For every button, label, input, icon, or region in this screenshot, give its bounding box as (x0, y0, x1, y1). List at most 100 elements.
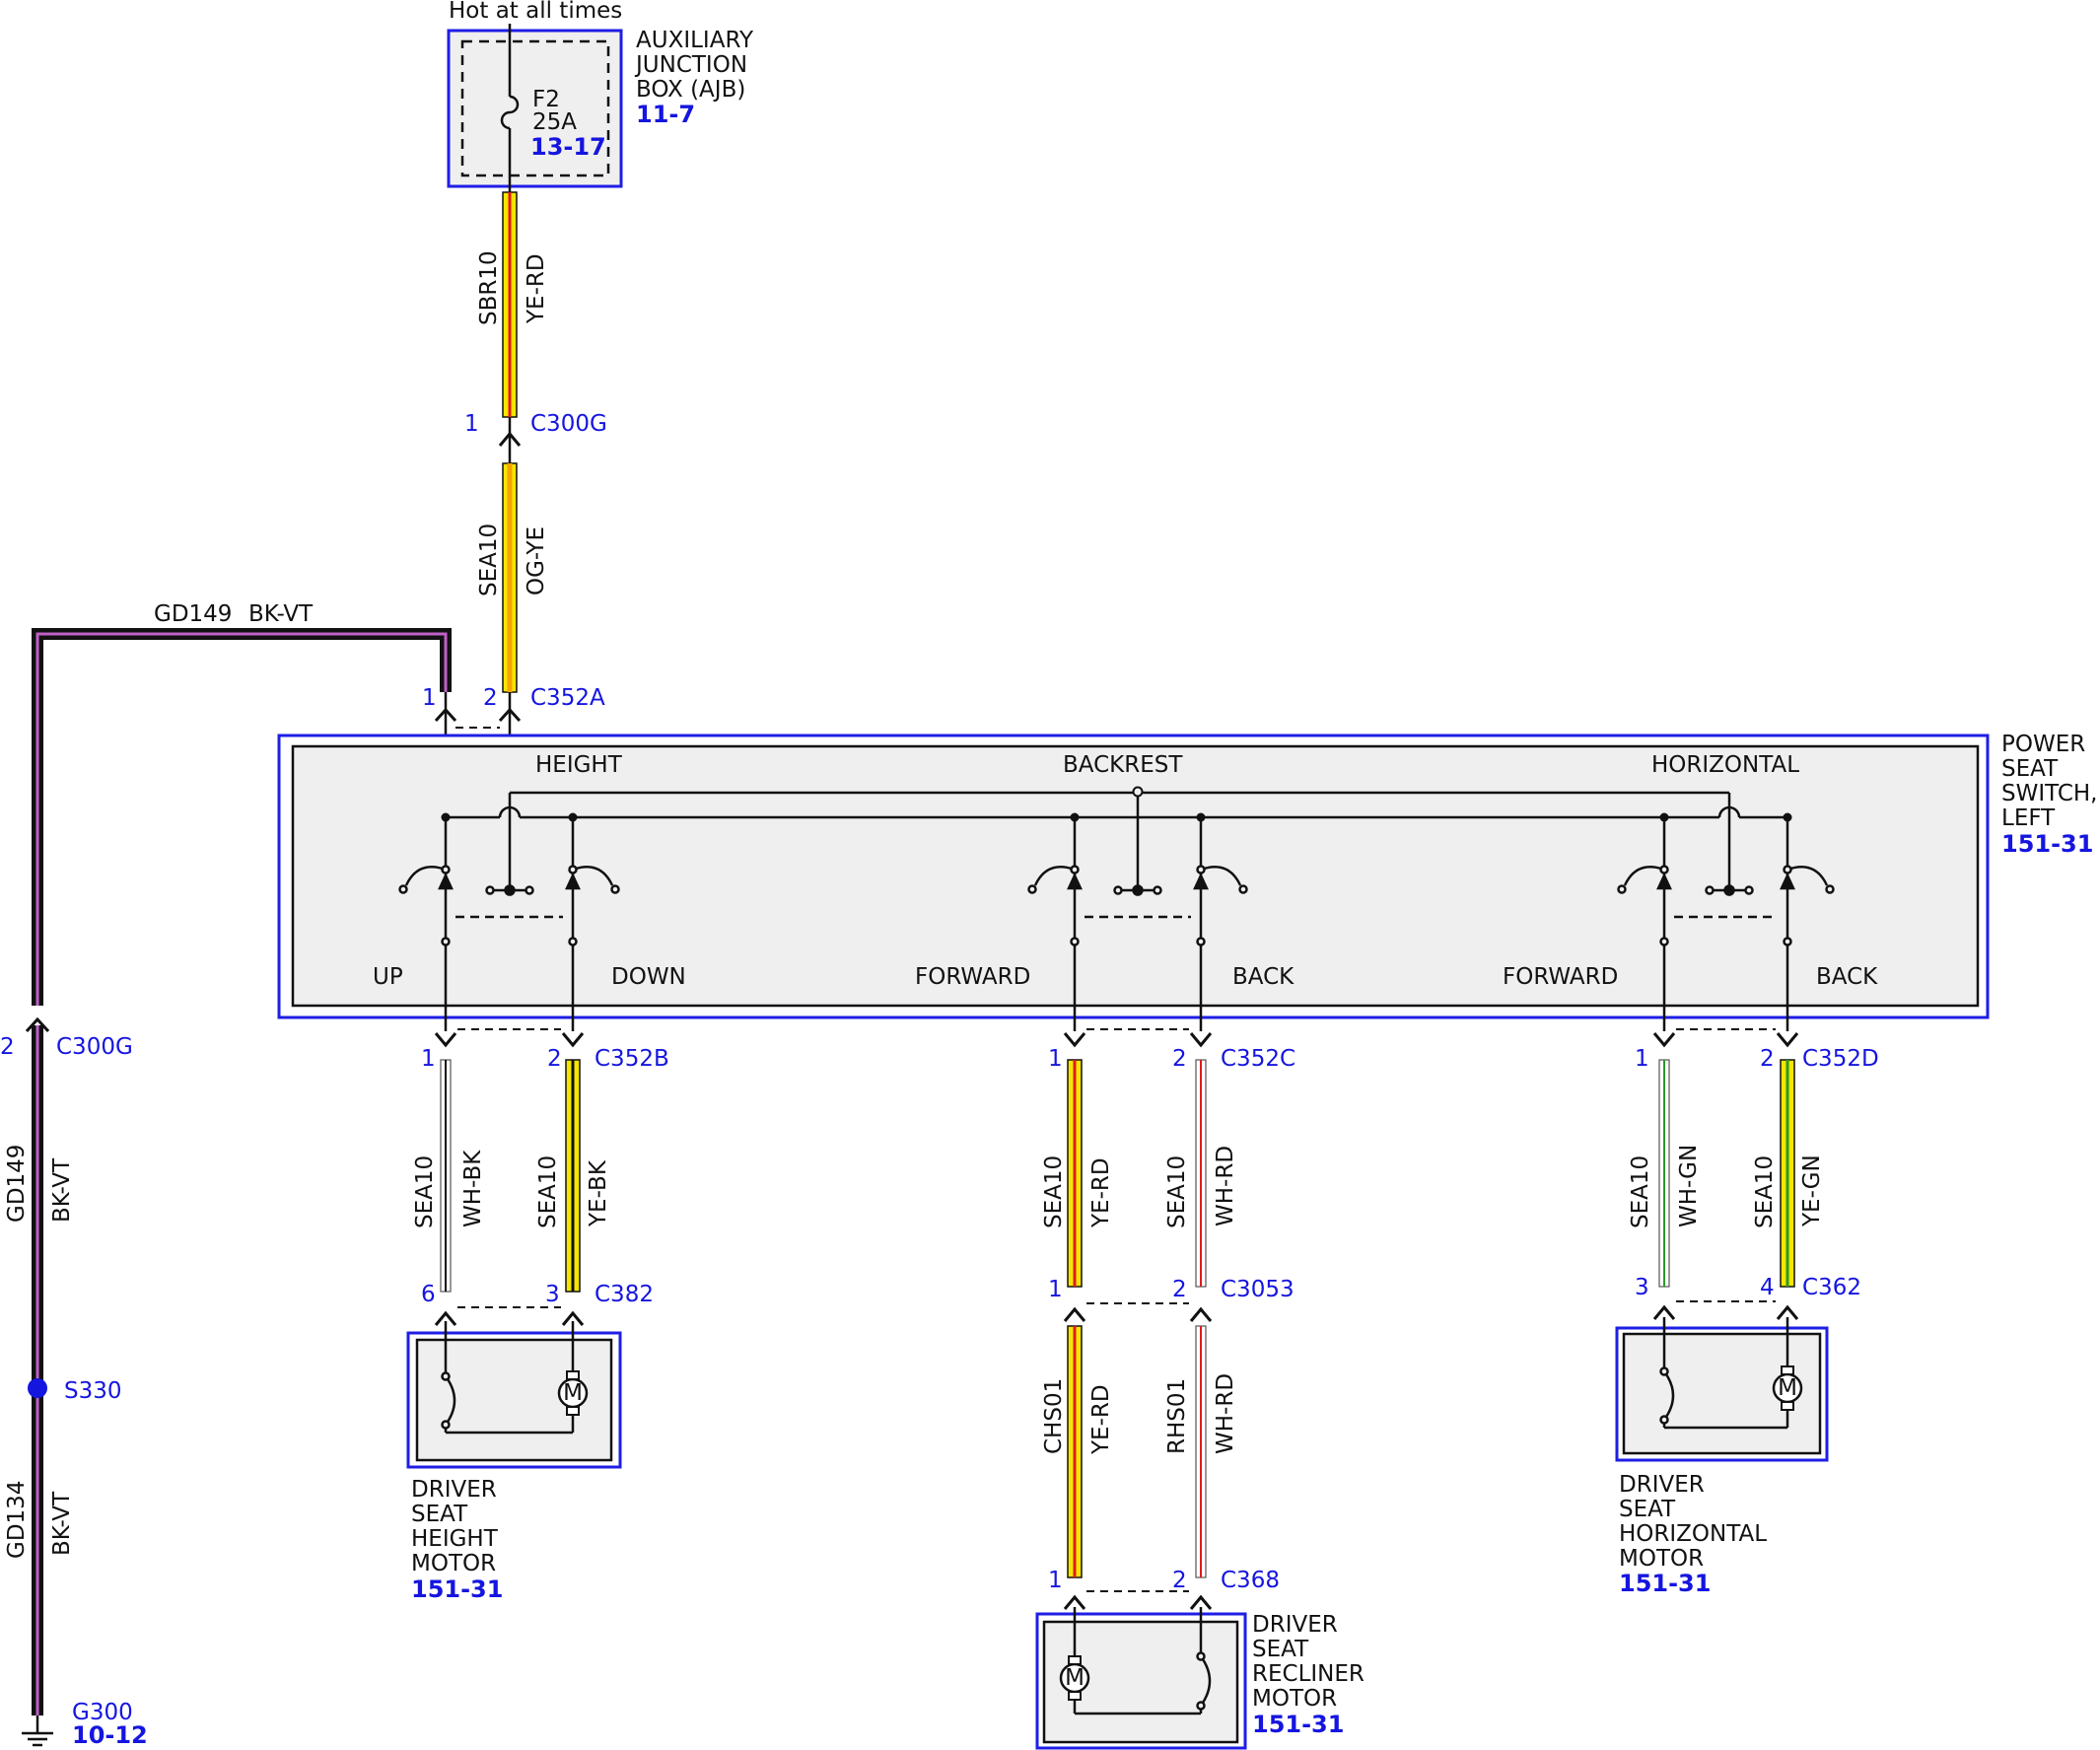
wire-recliner-b-color: WH-RD (1213, 1373, 1238, 1454)
c352b-name: C352B (595, 1046, 669, 1072)
motor-symbols: M M M (441, 1317, 1803, 1715)
ajb-label-line3: BOX (AJB) (636, 77, 745, 103)
ajb-box (447, 29, 623, 188)
backrest-back-contact (1193, 817, 1248, 1031)
c362-name: C362 (1802, 1275, 1861, 1300)
c352b-pin2: 2 (547, 1046, 562, 1072)
switch-ref-link[interactable]: 151-31 (2001, 830, 2093, 858)
wire-height-up-color: WH-BK (460, 1150, 486, 1227)
wire-horiz-fwd (1658, 1059, 1670, 1288)
wire-sea10-og-ye-circuit: SEA10 (476, 524, 502, 596)
fuse-icon (500, 95, 520, 130)
height-motor-ref-link[interactable]: 151-31 (411, 1575, 503, 1603)
height-up-contact (398, 817, 454, 1031)
c352c-pin2: 2 (1172, 1046, 1187, 1072)
c352d-pin1: 1 (1635, 1046, 1649, 1072)
pos-backrest-forward: FORWARD (915, 964, 1030, 990)
g300-ref-link[interactable]: 10-12 (72, 1721, 148, 1749)
height-motor-label-line4: MOTOR (411, 1551, 496, 1576)
connector-c362-icon (1652, 1300, 1799, 1320)
switch-label-line3: SWITCH, (2001, 781, 2098, 806)
wire-recliner-b-circuit: RHS01 (1164, 1378, 1190, 1454)
section-height: HEIGHT (535, 752, 623, 778)
recliner-motor-limit-switch-icon (1196, 1651, 1212, 1711)
height-motor-label-line3: HEIGHT (411, 1526, 499, 1552)
wire-backrest-back (1195, 1059, 1207, 1288)
c352a-pin1: 1 (422, 685, 437, 711)
horizontal-forward-contact (1617, 817, 1672, 1031)
ajb-label-line2: JUNCTION (634, 52, 747, 78)
recliner-motor-label-line2: SEAT (1252, 1637, 1309, 1662)
c382-pin1: 6 (421, 1282, 436, 1307)
c3053-name: C3053 (1221, 1277, 1295, 1302)
switch-label-line2: SEAT (2001, 756, 2059, 782)
connector-c352a-icon (434, 707, 522, 723)
wire-gd134-color: BK-VT (49, 1491, 75, 1556)
c362-pin2: 4 (1760, 1275, 1775, 1300)
wire-recliner-b (1195, 1325, 1207, 1578)
wire-horiz-back (1780, 1059, 1795, 1288)
center-contact-2 (1705, 884, 1754, 896)
fuse-name: F2 (532, 87, 560, 112)
horizontal-back-contact (1780, 817, 1835, 1031)
wire-gd134-circuit: GD134 (4, 1481, 30, 1559)
horizontal-motor-label-line1: DRIVER (1619, 1472, 1705, 1498)
horizontal-motor-label-line2: SEAT (1619, 1497, 1676, 1522)
pos-backrest-back: BACK (1232, 964, 1295, 990)
connector-c300g-left-icon (25, 1016, 50, 1033)
wire-horiz-fwd-circuit: SEA10 (1628, 1155, 1653, 1228)
connector-c352d-icon (1652, 1028, 1799, 1048)
g300-name: G300 (72, 1700, 133, 1725)
c352c-name: C352C (1221, 1046, 1295, 1072)
height-motor-m-icon: M (557, 1370, 589, 1416)
wire-sea10-og-ye (502, 462, 518, 693)
pos-height-up: UP (373, 964, 403, 990)
horizontal-motor-limit-switch-icon (1659, 1366, 1675, 1425)
c352d-name: C352D (1802, 1046, 1879, 1072)
fuse-ref-link[interactable]: 13-17 (530, 133, 606, 161)
wire-sbr10-color: YE-RD (524, 253, 549, 324)
wire-gd149-route (32, 628, 452, 1006)
lower-wires (434, 1028, 1799, 1610)
recliner-motor-m-icon: M (1059, 1655, 1090, 1701)
height-motor-label-line2: SEAT (411, 1502, 468, 1527)
c368-pin1: 1 (1048, 1568, 1063, 1593)
horizontal-motor-ref-link[interactable]: 151-31 (1619, 1570, 1711, 1597)
c368-name: C368 (1221, 1568, 1280, 1593)
pos-height-down: DOWN (611, 964, 686, 990)
wire-backrest-fwd-color: YE-RD (1088, 1157, 1114, 1228)
wire-height-down-color: YE-BK (586, 1159, 611, 1227)
wire-recliner-a-color: YE-RD (1088, 1384, 1114, 1455)
switch-label-line4: LEFT (2001, 805, 2056, 831)
wire-backrest-back-circuit: SEA10 (1164, 1155, 1190, 1228)
wire-gd149-side-circuit: GD149 (4, 1145, 30, 1223)
wire-sbr10 (502, 191, 518, 418)
height-motor-limit-switch-icon (441, 1371, 456, 1430)
recliner-motor-label-line1: DRIVER (1252, 1612, 1338, 1638)
c300g-left-pin: 2 (0, 1034, 15, 1060)
horizontal-motor-label-line3: HORIZONTAL (1619, 1521, 1767, 1547)
wire-horiz-back-color: YE-GN (1799, 1155, 1825, 1227)
c368-pin2: 2 (1172, 1568, 1187, 1593)
section-horizontal: HORIZONTAL (1651, 752, 1799, 778)
section-backrest: BACKREST (1063, 752, 1183, 778)
wire-recliner-a (1067, 1325, 1083, 1578)
connector-c382-icon (434, 1306, 585, 1326)
height-motor-label-line1: DRIVER (411, 1477, 497, 1503)
wire-backrest-back-color: WH-RD (1213, 1146, 1238, 1226)
c362-pin1: 3 (1635, 1275, 1649, 1300)
wire-height-up (440, 1059, 452, 1293)
c352d-pin2: 2 (1760, 1046, 1775, 1072)
switch-internal-wiring (446, 791, 1787, 890)
recliner-motor-wiring (1073, 1607, 1203, 1715)
ajb-ref-link[interactable]: 11-7 (636, 101, 695, 128)
svg-text:M: M (563, 1380, 583, 1406)
svg-text:M: M (1778, 1375, 1797, 1401)
c352a-name: C352A (530, 685, 605, 711)
c352b-pin1: 1 (421, 1046, 436, 1072)
recliner-motor-ref-link[interactable]: 151-31 (1252, 1711, 1344, 1738)
fuse-rating: 25A (532, 109, 577, 135)
wire-gd149-top-circuit: GD149 (154, 601, 232, 627)
c352a-pin2: 2 (483, 685, 498, 711)
ajb-label-line1: AUXILIARY (636, 28, 754, 53)
